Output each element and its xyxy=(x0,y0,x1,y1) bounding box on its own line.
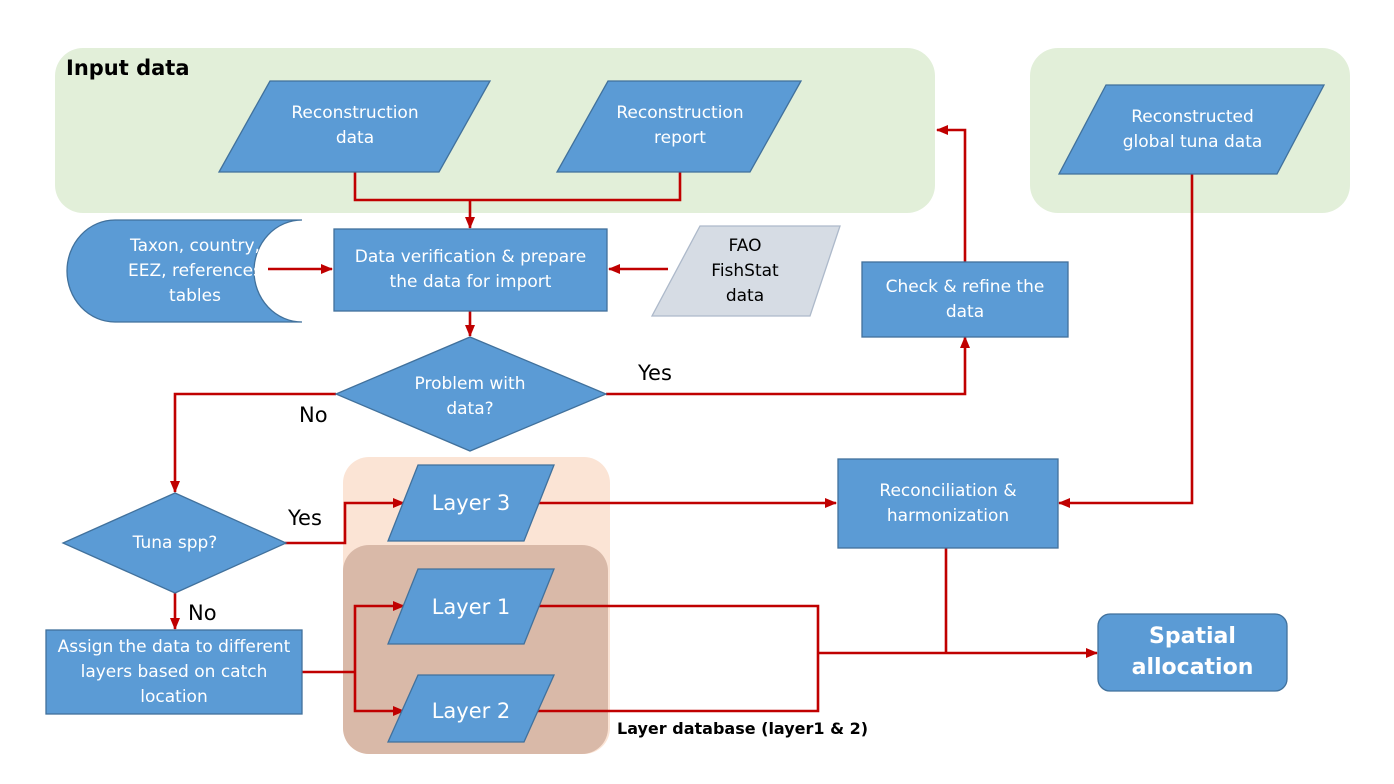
connector-layer1-to-spatial xyxy=(537,604,820,653)
problem-diamond-label: Problem with data? xyxy=(414,374,526,419)
tuna-spp-diamond xyxy=(61,492,288,594)
connector-problem-yes-to-check xyxy=(606,336,970,396)
spatial-allocation-node xyxy=(1097,613,1288,692)
tuna-spp-label: Tuna spp? xyxy=(132,532,218,553)
fao-fishstat-node xyxy=(650,225,841,317)
data-verification-label: Data verification & prepare the data for… xyxy=(354,247,587,292)
edge-label-yes-tuna: Yes xyxy=(288,506,322,530)
reconstruction-data-label: Reconstruction data xyxy=(291,103,419,148)
spatial-allocation-label: Spatial allocation xyxy=(1131,624,1254,680)
reference-tables-node xyxy=(66,219,303,323)
layer2-label: Layer 2 xyxy=(431,698,511,723)
input-data-title: Input data xyxy=(66,56,190,80)
reconstructed-tuna-label: Reconstructed global tuna data xyxy=(1122,107,1263,152)
reconciliation-node xyxy=(837,458,1059,549)
problem-diamond xyxy=(334,336,608,452)
data-verification-node xyxy=(333,228,608,312)
connector-layer2-to-spatial xyxy=(537,653,820,713)
layer3-label: Layer 3 xyxy=(431,490,511,515)
check-refine-node xyxy=(861,261,1069,338)
reconstruction-data-node xyxy=(217,80,492,173)
layer2-node xyxy=(386,674,556,743)
connector-tuna-yes-to-layer3 xyxy=(285,498,405,545)
layer1-label: Layer 1 xyxy=(431,594,511,619)
edge-label-no-problem: No xyxy=(299,403,328,427)
connector-assign-to-layer1 xyxy=(353,601,405,672)
edge-label-no-tuna: No xyxy=(188,601,217,625)
check-refine-label: Check & refine the data xyxy=(885,277,1045,322)
reconstruction-report-label: Reconstruction report xyxy=(616,103,744,148)
reconstructed-tuna-node xyxy=(1057,84,1326,175)
layer1-node xyxy=(387,568,555,645)
edge-label-yes-problem: Yes xyxy=(638,361,672,385)
assign-layers-node xyxy=(45,629,303,715)
reference-tables-label: Taxon, country, EEZ, references tables xyxy=(128,235,262,306)
connector-recon-data-to-merge xyxy=(353,172,682,202)
connector-problem-no-to-tuna xyxy=(170,392,336,493)
assign-layers-label: Assign the data to different layers base… xyxy=(57,636,291,707)
connector-tuna-data-to-reconciliation xyxy=(1058,174,1194,508)
layer-database-caption: Layer database (layer1 & 2) xyxy=(617,719,869,738)
connector-check-to-input xyxy=(936,125,967,262)
fao-fishstat-label: FAO FishStat data xyxy=(711,235,779,306)
layer3-node xyxy=(387,464,555,542)
reconciliation-label: Reconciliation & harmonization xyxy=(879,481,1017,526)
reconstruction-report-node xyxy=(555,80,803,173)
connector-assign-to-layer2 xyxy=(353,672,405,716)
